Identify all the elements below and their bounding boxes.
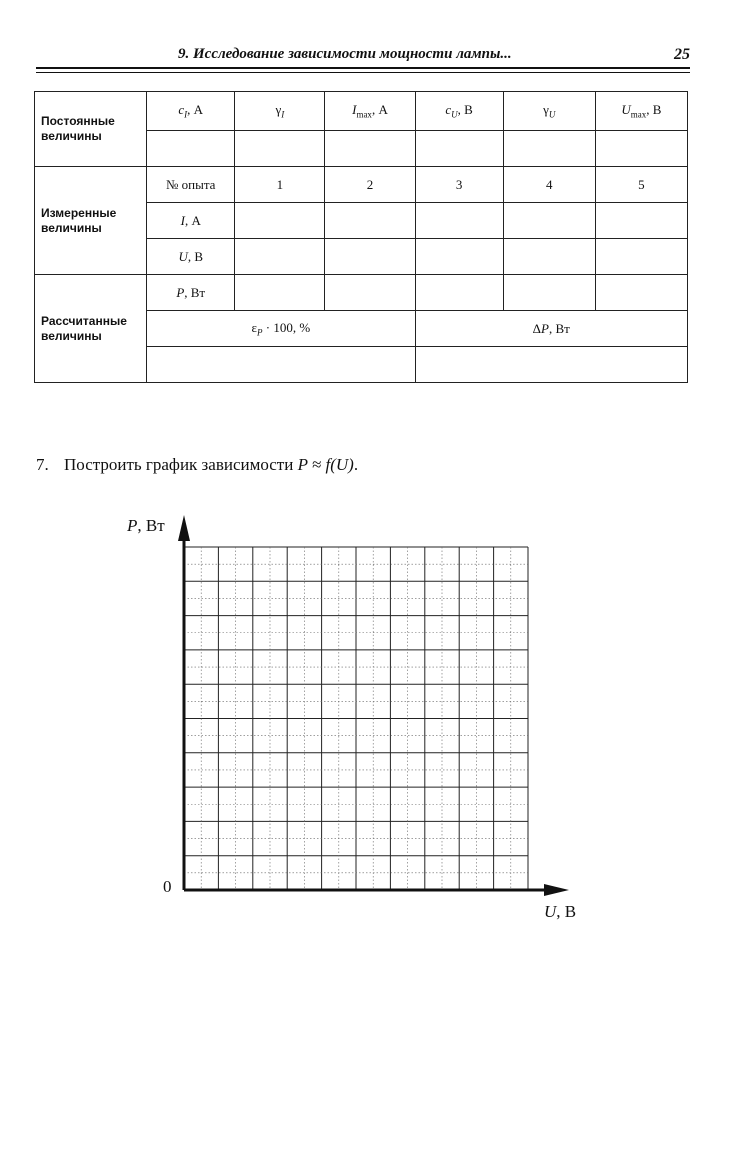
task-formula: P ≈ f(U) [297,455,354,474]
value-cell [234,238,326,275]
task-number: 7. [36,455,49,474]
value-cell [414,202,504,239]
header-Umax: Umax, В [594,91,689,131]
header-Imax: Imax, А [324,91,416,131]
task-7: 7. Построить график зависимости P ≈ f(U). [36,455,358,475]
group-measured-cell: Измеренные величины [33,166,148,275]
task-end: . [353,455,359,474]
relative-error-label: εP · 100, % [146,310,416,347]
origin-label: 0 [163,877,172,896]
value-cell [146,346,416,383]
value-cell [414,346,689,383]
y-axis-arrow-icon [178,515,190,541]
value-cell [502,238,596,275]
task-text: Построить график зависимости [64,455,298,474]
group-calculated-cell: Рассчитанные величины [33,274,148,383]
absolute-error-label: ΔP, Вт [414,310,689,347]
value-cell [324,238,416,275]
group-constant-line2: величины [41,129,102,143]
value-cell [594,130,689,167]
header-rule-thick [36,67,690,69]
group-constant-cell: Постоянные величины [33,91,148,167]
y-axis [178,515,190,890]
group-calculated-line2: величины [41,328,102,343]
voltage-label: U, В [146,238,236,275]
value-cell [414,130,504,167]
value-cell [324,130,416,167]
group-measured-line2: величины [41,220,102,235]
value-cell [414,238,504,275]
x-axis [184,884,569,896]
group-calculated-line1: Рассчитанные [41,313,127,328]
group-measured-line1: Измеренные [41,205,117,220]
measurement-table: Постоянные величины cI, А γI Imax, А cU,… [33,91,689,383]
group-constant-line1: Постоянные [41,114,115,128]
value-cell [594,202,689,239]
page-number: 25 [674,46,690,63]
running-title: 9. Исследование зависимости мощности лам… [178,46,512,62]
header-rule-thin [36,72,690,73]
header-gammaU: γU [502,91,596,131]
x-axis-arrow-icon [544,884,569,896]
graph-grid [183,546,529,891]
experiment-number: 5 [594,166,689,203]
power-label: P, Вт [146,274,236,311]
running-head: 9. Исследование зависимости мощности лам… [36,46,690,68]
header-gammaI: γI [234,91,326,131]
y-axis-label: P, Вт [127,516,165,535]
x-axis-label: U, В [544,902,577,921]
